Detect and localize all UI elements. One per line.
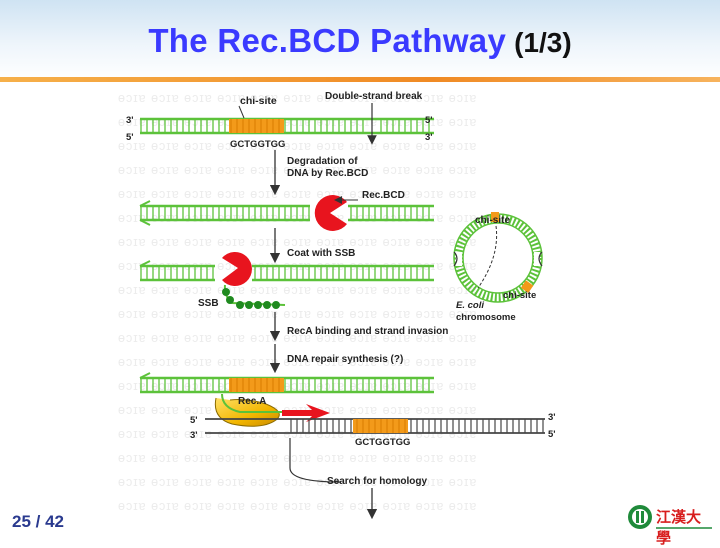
page-number: 25 / 42	[12, 512, 64, 531]
chi-site-pointer	[238, 105, 245, 119]
dna-duplex-degradation	[139, 200, 434, 226]
title-main: The Rec.BCD Pathway	[148, 22, 507, 59]
ssb-label: SSB	[198, 298, 219, 309]
end-3-left: 3'	[126, 115, 134, 126]
chi-site-block-top	[229, 119, 284, 133]
dna-duplex-ssb	[139, 260, 434, 282]
logo-text: 江漢大學	[656, 508, 702, 547]
end-3-right: 3'	[425, 132, 433, 143]
invasion-direction-arrow	[282, 404, 330, 422]
ecoli-label: E. coli	[456, 300, 484, 311]
bottom-end-5-right: 5'	[548, 429, 556, 440]
degradation-label-line2: DNA by Rec.BCD	[287, 168, 368, 179]
double-strand-break-label: Double-strand break	[325, 91, 423, 102]
title-part: (1/3)	[514, 27, 572, 58]
ssb-proteins	[222, 288, 280, 309]
dna-duplex-recipient	[205, 418, 545, 434]
slide-title: The Rec.BCD Pathway(1/3)	[0, 22, 720, 60]
circular-chromosome	[453, 212, 543, 303]
reca-binding-label: RecA binding and strand invasion	[287, 326, 448, 337]
title-divider	[0, 77, 720, 82]
chi-site-block-bottom	[353, 419, 408, 433]
dna-repair-label: DNA repair synthesis (?)	[287, 354, 403, 365]
end-5-right: 5'	[425, 115, 433, 126]
university-logo: 江漢大學	[626, 502, 714, 547]
bottom-end-3-left: 3'	[190, 430, 198, 441]
chi-sequence-bottom: GCTGGTGG	[355, 437, 410, 448]
chi-site-label-top: chi-site	[240, 95, 277, 107]
dna-duplex-invading	[139, 372, 434, 394]
dna-duplex-initial	[140, 117, 434, 135]
bottom-end-5-left: 5'	[190, 415, 198, 426]
coat-ssb-label: Coat with SSB	[287, 248, 355, 259]
chi-site-circle-label: chi-site	[475, 215, 510, 226]
logo-emblem	[628, 505, 712, 529]
end-5-left: 5'	[126, 132, 134, 143]
degradation-label-line1: Degradation of	[287, 156, 358, 167]
chromosome-label: chromosome	[456, 312, 516, 323]
recbcd-label: Rec.BCD	[362, 190, 405, 201]
homology-bracket	[289, 438, 341, 483]
chi-site-chromosome-label: chi-site	[503, 290, 536, 301]
reca-label: Rec.A	[238, 396, 266, 407]
recbcd-enzyme-ssb	[222, 252, 252, 286]
recbcd-enzyme	[314, 195, 347, 232]
header-background	[0, 0, 720, 80]
search-homology-label: Search for homology	[327, 476, 427, 487]
chi-sequence-top: GCTGGTGG	[230, 139, 285, 150]
invading-strand	[221, 393, 300, 413]
figure-panel	[118, 86, 570, 520]
bottom-end-3-right: 3'	[548, 412, 556, 423]
